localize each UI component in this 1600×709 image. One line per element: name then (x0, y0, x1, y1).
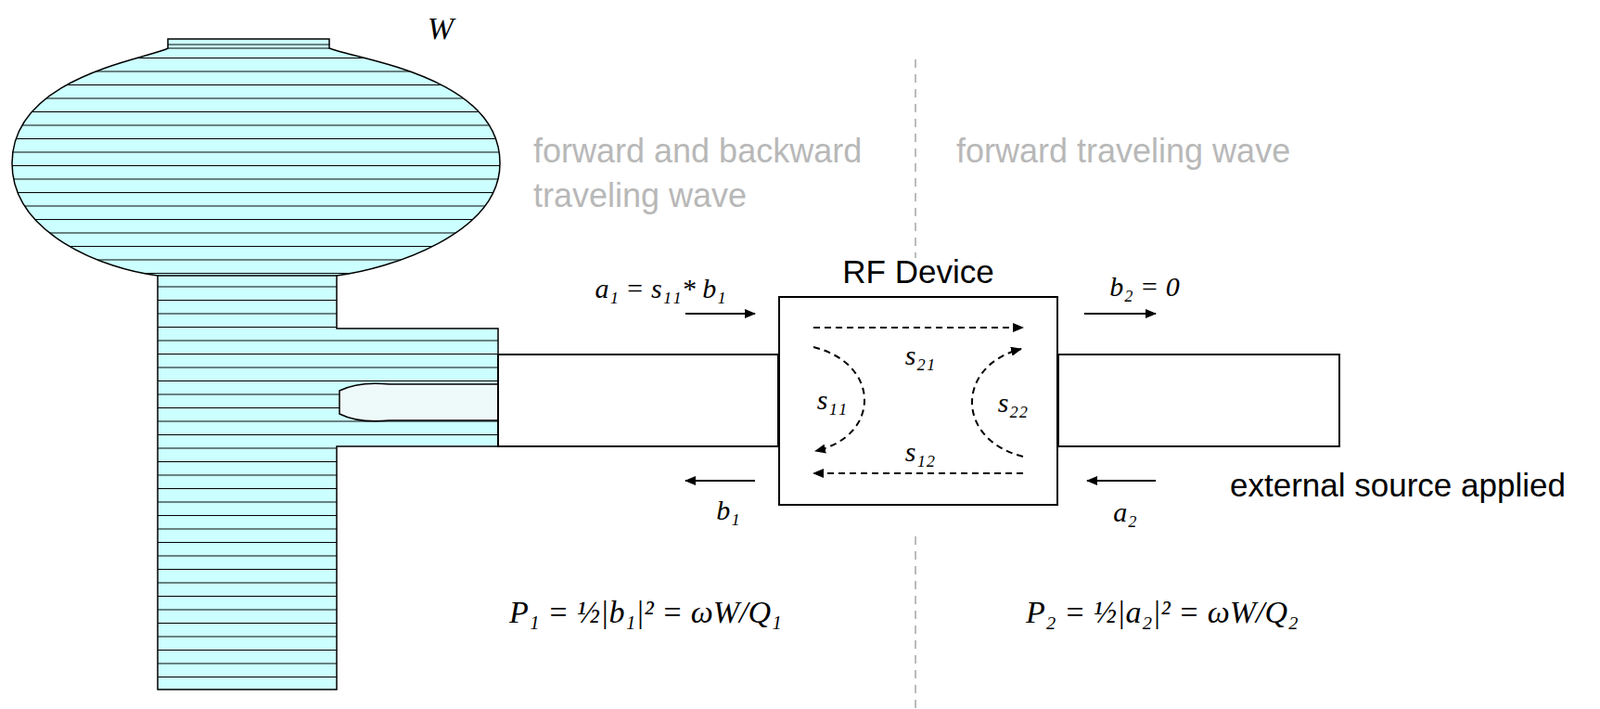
source-note: external source applied (1229, 466, 1566, 504)
wave-amplitude: b₂ = 0 (1109, 270, 1180, 303)
s-parameter: s₁₂ (905, 435, 936, 468)
wave-amplitude: a₁ = s₁₁* b₁ (594, 272, 726, 305)
power-formula: P₁ = ½|b₁|² = ωW/Q₁ (509, 594, 782, 630)
s-parameter: s₂₂ (998, 386, 1029, 419)
energy-symbol: W (427, 11, 454, 47)
rf-device-box: RF Devices₂₁s₁₁s₂₂s₁₂ (778, 295, 1059, 506)
device-title: RF Device (842, 253, 994, 291)
s-parameter: s₂₁ (905, 339, 936, 372)
region-note: forward and backward traveling wave (533, 128, 914, 218)
region-note: forward traveling wave (956, 128, 1346, 174)
wave-amplitude: a₂ (1113, 496, 1137, 528)
power-formula: P₂ = ½|a₂|² = ωW/Q₂ (1025, 594, 1299, 630)
s-parameter: s₁₁ (817, 384, 848, 416)
wave-amplitude: b₁ (716, 494, 740, 526)
